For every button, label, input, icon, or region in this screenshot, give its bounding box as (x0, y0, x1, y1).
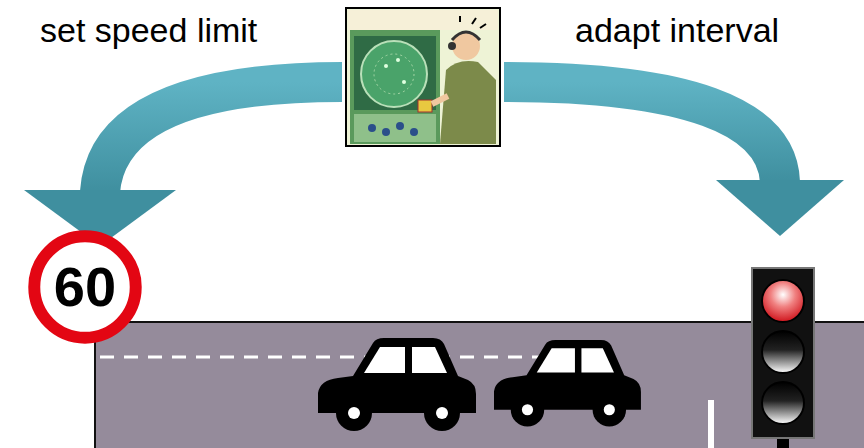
curved-arrow (504, 82, 844, 236)
car (318, 338, 476, 431)
stop-line (708, 400, 714, 448)
speed-number: 60 (54, 259, 116, 315)
arrow-label: set speed limit (40, 12, 257, 49)
car (494, 340, 641, 426)
arrow-label: adapt interval (575, 12, 779, 49)
traffic-light (752, 268, 814, 448)
road (95, 322, 864, 448)
lane-marking (100, 356, 546, 359)
speed-limit-sign: 60 (28, 230, 142, 344)
controller-clipart (346, 8, 500, 146)
curved-arrow (24, 82, 342, 246)
